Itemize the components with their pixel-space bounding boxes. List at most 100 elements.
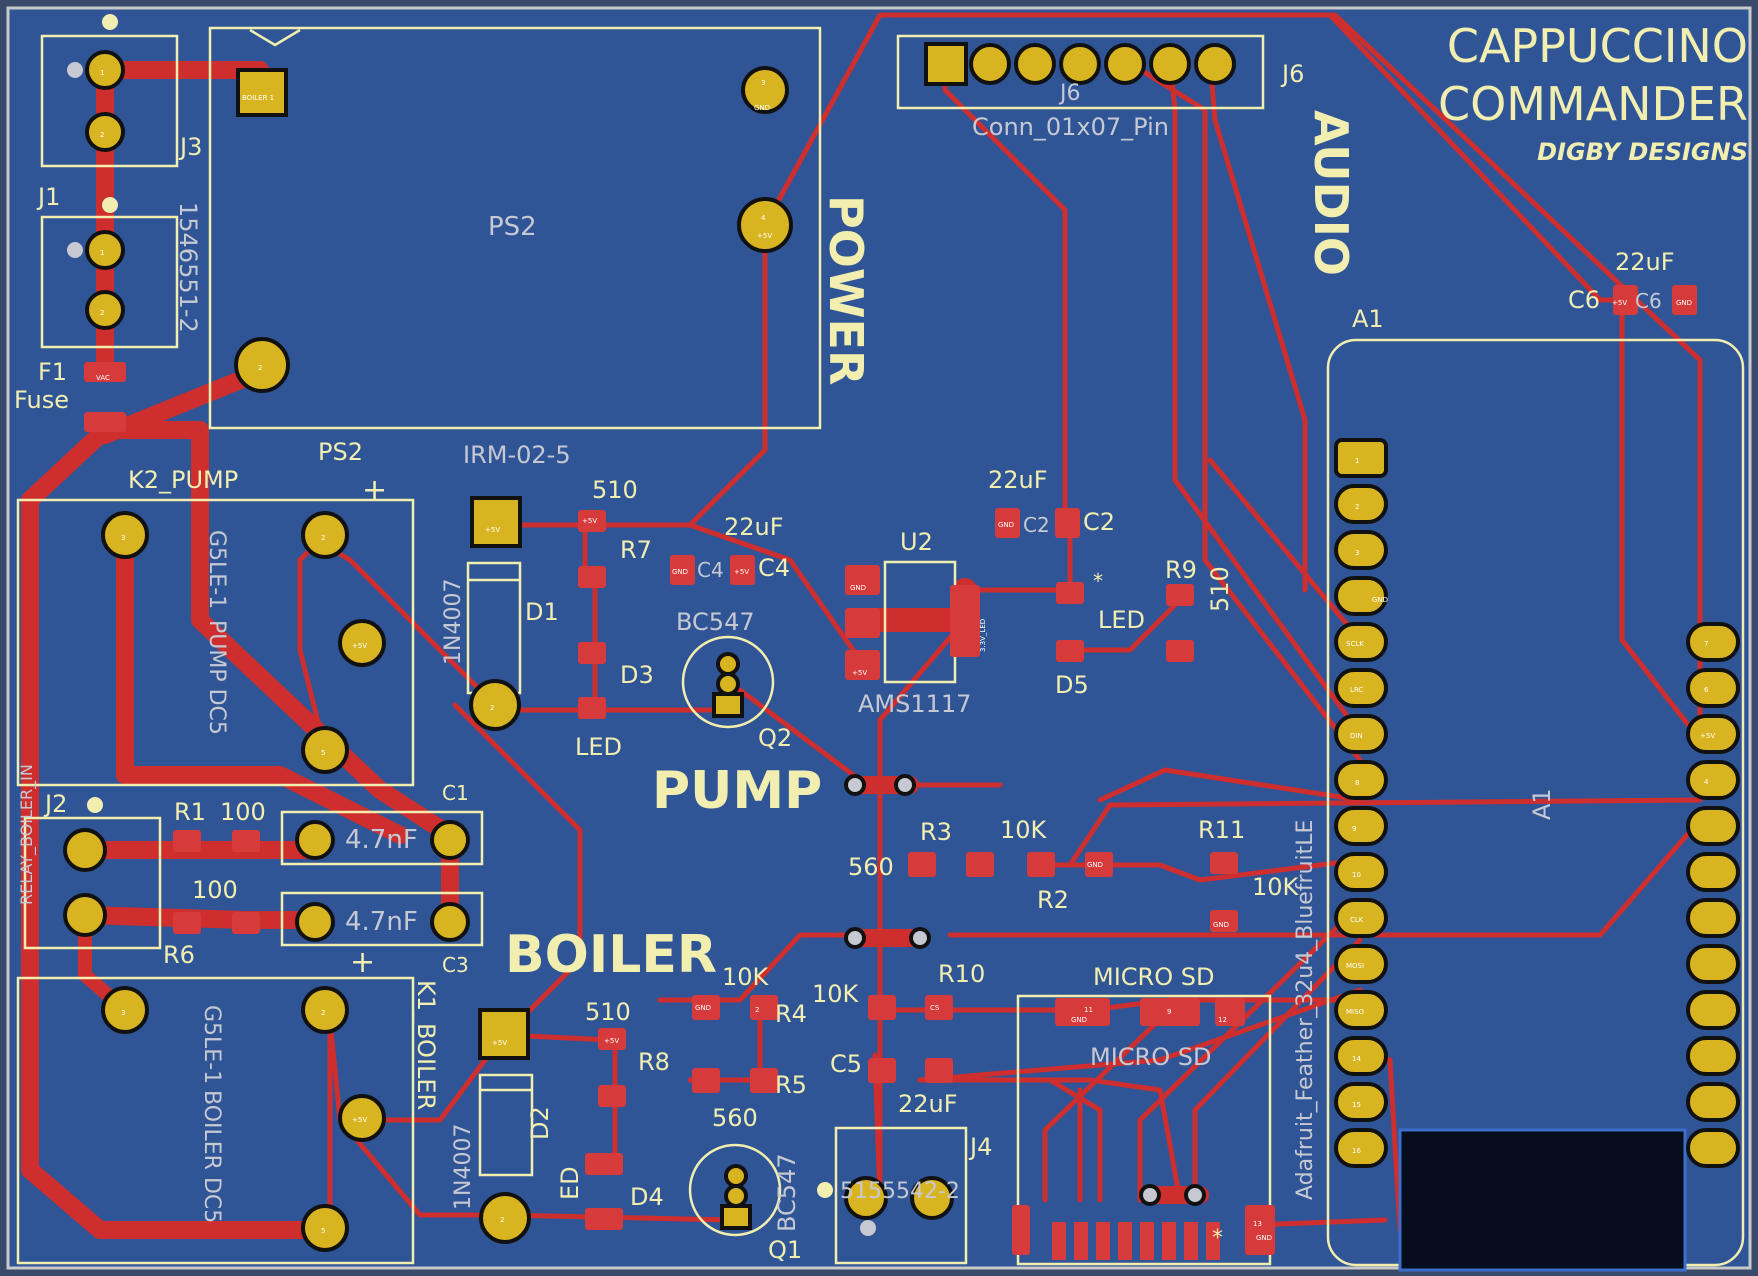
c4-fab: C4 [697, 558, 724, 582]
pad-label-3-k1: 3 [121, 1009, 125, 1017]
fuse-value: Fuse [14, 386, 69, 414]
q1-ref: Q1 [768, 1236, 802, 1264]
c6-ref: C6 [1568, 286, 1600, 314]
j6-fab: J6 [1058, 81, 1081, 106]
pad-label-5v-k1: +5V [492, 1039, 507, 1047]
pad-label-sclk: SCLK [1346, 640, 1364, 648]
pad-label-5v-k2: +5V [485, 526, 500, 534]
k2-ref: K2_PUMP [128, 466, 238, 494]
d2-value: 1N4007 [451, 1124, 476, 1210]
c4-ref: C4 [758, 554, 790, 582]
d5-star: * [1093, 569, 1103, 593]
r11-ref: R11 [1198, 816, 1245, 844]
pad-label-3-ps2: 3 [761, 79, 765, 87]
vias [67, 14, 1206, 1236]
c5-value: 22uF [898, 1090, 958, 1118]
d3-value: LED [575, 733, 622, 761]
through-hole-pads [63, 42, 1236, 1252]
r10-value: 10K [812, 980, 860, 1008]
r6-value: 100 [192, 876, 238, 904]
pad-label-1-j3: 1 [100, 69, 104, 77]
j3-ref: J3 [178, 133, 202, 161]
pad-label-2-a1: 2 [1355, 503, 1359, 511]
r2-ref: R2 [1037, 886, 1069, 914]
pad-label-gnd-a1: GND [1372, 596, 1388, 604]
copper-traces [21, 12, 1703, 1239]
pad-label-gnd-r4: GND [695, 1004, 711, 1012]
pad-label-4-a1r: 4 [1704, 778, 1709, 786]
r9-value: 510 [1206, 566, 1234, 612]
relay-net-label: RELAY_BOILER_IN [17, 764, 37, 905]
c5-ref: C5 [830, 1050, 862, 1078]
r4-value: 10K [722, 963, 770, 991]
pad-label-16-a1: 16 [1352, 1147, 1361, 1155]
pad-label-cs: CS [930, 1004, 940, 1012]
microsd-fab-label: MICRO SD [1090, 1043, 1211, 1071]
c6-fab: C6 [1635, 289, 1662, 313]
r6-ref: R6 [163, 941, 195, 969]
pad-label-1-j1: 1 [100, 249, 104, 257]
pad-label-2-d2: 2 [500, 1216, 504, 1224]
r3-ref: R3 [920, 818, 952, 846]
pad-label-12: 12 [1218, 1016, 1227, 1024]
pad-labels: GND +5V BOILER 1 VAC GND SCLK LRC DIN CL… [96, 69, 1715, 1242]
pad-label-mosi: MOSI [1346, 962, 1364, 970]
c2-fab: C2 [1023, 513, 1050, 537]
pad-label-2-d1: 2 [490, 704, 494, 712]
k1-fab1: G5LE-1 [199, 1005, 224, 1084]
pad-label-gnd-u2: GND [850, 584, 866, 592]
pad-label-3-k2: 3 [121, 534, 125, 542]
pad-label-11: 11 [1084, 1006, 1093, 1014]
pad-label-5v-c4: +5V [734, 568, 749, 576]
power-label: POWER [819, 195, 873, 385]
r4-ref: R4 [775, 1000, 807, 1028]
j1-part: 1546551-2 [174, 202, 202, 333]
pad-label-9-a1: 9 [1352, 825, 1356, 833]
d5-ref: D5 [1055, 671, 1089, 699]
u2-ref: U2 [900, 528, 933, 556]
k1-ref: K1_BOILER [412, 980, 440, 1110]
c4-value: 22uF [724, 513, 784, 541]
pad-label-15-a1: 15 [1352, 1101, 1361, 1109]
a1-right-header [1686, 622, 1740, 1168]
pad-label-5v-a1: +5V [1700, 732, 1715, 740]
silkscreen-outlines [16, 26, 1745, 1272]
pad-label-6-a1r: 6 [1704, 686, 1709, 694]
r1-ref: R1 [174, 798, 206, 826]
pad-label-2-j3: 2 [100, 131, 104, 139]
pad-label-gnd-c4: GND [672, 568, 688, 576]
pad-label-2-k1: 2 [321, 1009, 325, 1017]
pad-label-5v-c6: +5V [1612, 299, 1627, 307]
r5-ref: R5 [775, 1071, 807, 1099]
j6-value: Conn_01x07_Pin [972, 113, 1169, 141]
pad-label-4-ps2: 4 [761, 214, 766, 222]
a1-ref: A1 [1352, 305, 1384, 333]
r11-value: 10K [1252, 873, 1300, 901]
d5-value: LED [1098, 606, 1145, 634]
d3-ref: D3 [620, 661, 654, 689]
pad-label-lrc: LRC [1350, 686, 1363, 694]
r2-value: 10K [1000, 816, 1048, 844]
c1-value: 4.7nF [345, 825, 418, 855]
c2-value: 22uF [988, 466, 1048, 494]
r10-ref: R10 [938, 960, 985, 988]
pad-label-7-a1r: 7 [1704, 640, 1708, 648]
pad-label-clk: CLK [1350, 916, 1364, 924]
pad-label-8-a1: 8 [1355, 779, 1359, 787]
pad-label-10-a1: 10 [1352, 871, 1361, 879]
ps2-ref: PS2 [318, 438, 363, 466]
pad-label-2-j1: 2 [100, 309, 104, 317]
k1-fab2: BOILER DC5 [199, 1090, 224, 1223]
pad-label-9: 9 [1167, 1008, 1171, 1016]
c1-ref: C1 [442, 781, 469, 805]
pad-label-33v: 3.3V_LED [979, 619, 987, 652]
pad-label-boiler: BOILER 1 [242, 94, 274, 102]
j4-ref: J4 [968, 1133, 992, 1161]
r7-value: 510 [592, 476, 638, 504]
pad-label-gnd-r11: GND [1213, 921, 1229, 929]
pad-label-5v-k1b: +5V [352, 1116, 367, 1124]
pad-label-gnd-sd: GND [1071, 1016, 1087, 1024]
title-line2: COMMANDER [1438, 77, 1748, 131]
r9-ref: R9 [1165, 556, 1197, 584]
